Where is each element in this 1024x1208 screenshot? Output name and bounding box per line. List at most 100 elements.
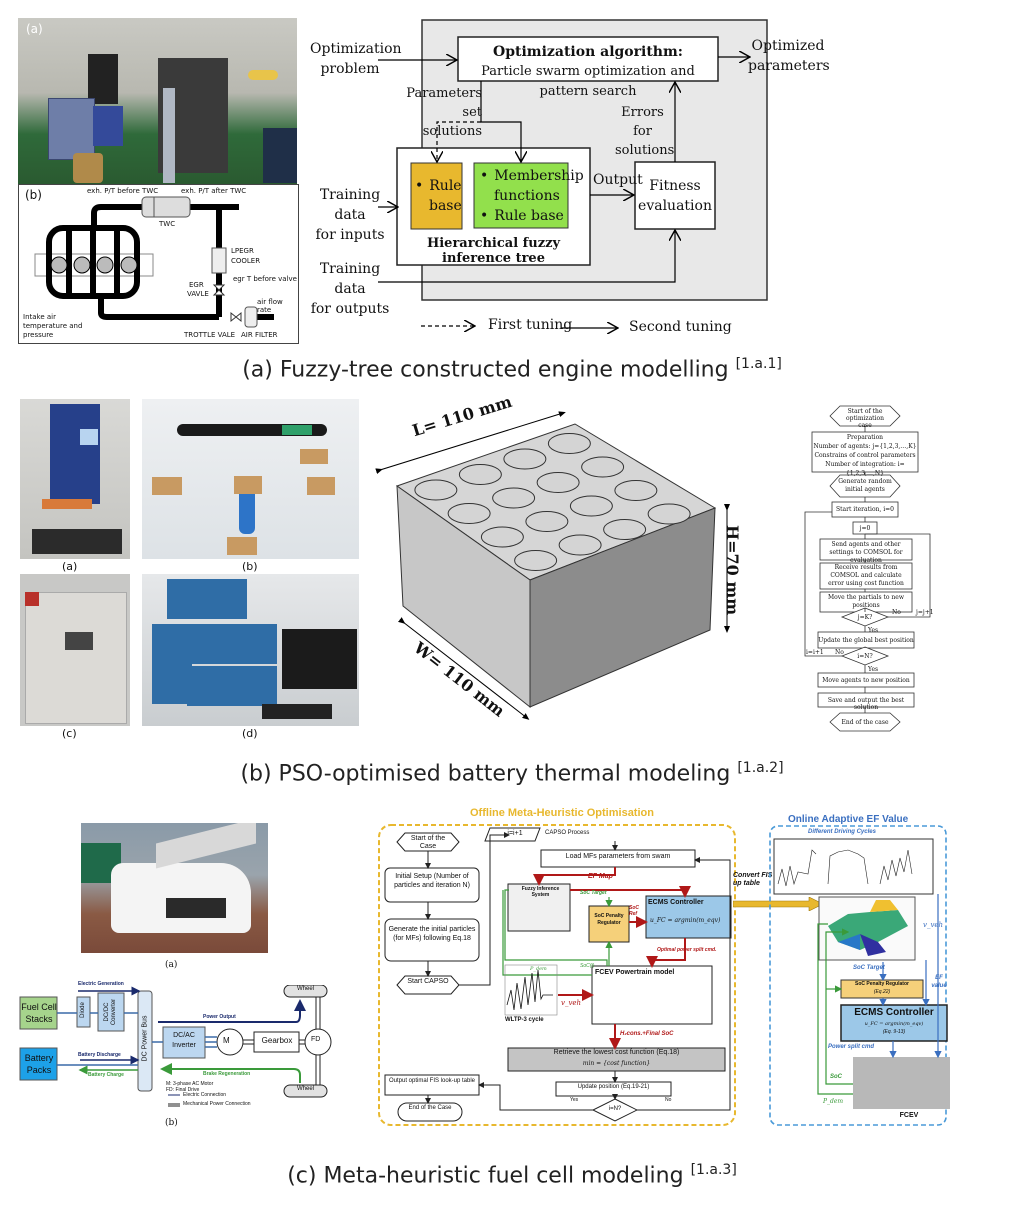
flow-no-1: No	[892, 609, 901, 616]
flow-end: End of the case	[841, 719, 889, 726]
optimized-label: Optimized	[751, 38, 825, 54]
legend-final-drive: FD: Final Drive	[166, 1087, 200, 1093]
battery-discharge-label: Battery Discharge	[78, 1052, 121, 1058]
flow-move-agents: Move agents to new position	[822, 677, 910, 684]
i-increment: i=i+1	[507, 830, 523, 837]
wheel-top-label: Wheel	[296, 986, 314, 992]
wheel-bottom-label: Wheel	[296, 1086, 314, 1092]
caption-c: (c) Meta-heuristic fuel cell modeling [1…	[0, 1162, 1024, 1188]
battery-cell	[569, 495, 613, 517]
flow-save: Save and output the best solution	[827, 697, 905, 711]
engine-schematic: (b) exh. P/T before TWC exh. P/T after T…	[18, 184, 299, 344]
motor-circle	[216, 1028, 244, 1056]
soc-target-label: SoC Target	[580, 890, 607, 896]
initial-setup: Initial Setup (Number of particles and i…	[394, 873, 470, 889]
wheel-bottom	[283, 1084, 328, 1098]
flow-prep: Preparation	[846, 434, 884, 441]
rule-base-label-2: base	[429, 198, 462, 214]
opt-problem-label-2: problem	[320, 61, 380, 77]
p-dem-label: P_dem	[530, 966, 547, 972]
ecms-box	[840, 1004, 948, 1042]
intake-label-3: pressure	[23, 331, 54, 339]
battery-cell	[603, 519, 647, 540]
lpegr-label: LPEGR	[231, 247, 254, 255]
exh-before-label: exh. P/T before TWC	[87, 187, 159, 195]
online-soc-penalty-eq: (Eq.22)	[873, 989, 891, 995]
photo-label-d: (d)	[242, 727, 258, 740]
fitness-label: Fitness	[649, 178, 701, 194]
opt-algo-box	[457, 36, 719, 82]
flow-generate: Generate random initial agents	[838, 478, 892, 493]
dc-bus-label: DC Power Bus	[141, 1015, 149, 1062]
online-power-split: Power split cmd	[828, 1044, 875, 1050]
egr-valve-label: EGR	[189, 281, 204, 289]
opt-algo-title: Optimization algorithm:	[493, 44, 683, 60]
legend-first-tuning: First tuning	[488, 317, 573, 333]
flow-start: Start of the optimization case	[846, 408, 884, 429]
flow-send: Send agents and other settings to COMSOL…	[829, 541, 903, 564]
dim-l-line	[375, 411, 566, 475]
caption-a-text: (a) Fuzzy-tree constructed engine modell…	[242, 357, 729, 383]
caption-b-text: (b) PSO-optimised battery thermal modeli…	[240, 761, 731, 787]
flow-in: i=N?	[857, 653, 873, 660]
rule-base-label: Rule	[429, 178, 462, 194]
air-flow-label: air flow rate	[257, 298, 283, 314]
egr-t-label: egr T before valve	[233, 275, 297, 283]
optimal-split-label: Optimal power split cmd.	[657, 947, 717, 953]
egr-valve-label-2: VAVLE	[187, 290, 209, 298]
offline-border	[378, 824, 736, 1126]
opt-algo-subtitle: Particle swarm optimization and pattern …	[481, 64, 695, 99]
online-adaptive: Online Adaptive EF Value Different Drivi…	[768, 814, 950, 1128]
battery-cell	[458, 464, 502, 485]
online-ecms-equation: u_FC = argmin(m_eqv)	[864, 1021, 924, 1027]
battery-cell	[514, 550, 558, 571]
battery-cell	[480, 526, 524, 548]
dcdc-box	[97, 992, 125, 1032]
powertrain-diagram: Fuel Cell Stacks Battery Packs Diode DC/…	[18, 981, 333, 1125]
spot-welder-photo	[20, 399, 130, 559]
train-in-label-2: for inputs	[315, 227, 385, 243]
module-front-right	[529, 507, 716, 708]
fitness-box	[634, 161, 716, 230]
offline-title: Offline Meta-Heuristic Optimisation	[470, 807, 654, 819]
membership-box	[473, 162, 569, 229]
online-soc-penalty: SoC Penalty Regulator	[855, 981, 909, 987]
power-output-label: Power Output	[203, 1014, 236, 1020]
offline-start: Start of the Case	[410, 835, 446, 850]
caption-b-ref: [1.a.2]	[737, 760, 784, 776]
update-position: Update position (Eq.19-21)	[577, 1084, 650, 1090]
flow-yes-2: Yes	[868, 666, 879, 673]
flow-yes-1: Yes	[868, 627, 879, 634]
powertrain-label: (b)	[165, 1118, 178, 1128]
dim-h-label: H=70 mm	[723, 525, 742, 616]
caption-c-ref: [1.a.3]	[690, 1162, 737, 1178]
driving-cycles-box	[773, 838, 934, 895]
train-in-label: Training data	[319, 187, 381, 223]
flow-integration: Number of integration: i={1,2,3,…,N}	[825, 461, 905, 477]
gearbox-box	[253, 1031, 300, 1053]
driving-cycles-label: Different Driving Cycles	[808, 829, 876, 835]
offline-optimisation: Offline Meta-Heuristic Optimisation Star…	[375, 805, 740, 1130]
electric-generation-label: Electric Generation	[78, 981, 124, 987]
battery-cell	[581, 456, 625, 478]
soc-penalty-label: SoC Penalty Regulator	[594, 913, 624, 926]
online-fcev: FCEV	[899, 1112, 919, 1119]
motor-label: M	[223, 1036, 230, 1045]
membership-label-2: functions	[494, 188, 560, 204]
photo-label-b: (b)	[242, 560, 258, 573]
convert-label: Convert FIS to Look-up table	[733, 872, 802, 887]
flow-i-inc: i=i+1	[806, 649, 824, 656]
fcev-car-photo	[81, 823, 268, 953]
ecms-label: ECMS Controller	[648, 899, 704, 906]
wltp-trace	[506, 969, 553, 1011]
engine-test-bench-photo: (a)	[18, 18, 297, 184]
diode-box	[76, 996, 91, 1028]
convert-arrow	[732, 896, 824, 912]
lpegr-cooler	[211, 247, 227, 274]
air-filter	[244, 306, 258, 328]
train-out-label-2: for outputs	[310, 301, 390, 317]
optimized-label-2: parameters	[748, 58, 830, 74]
output-fis: Output optimal FIS look-up table	[388, 1078, 476, 1084]
online-ecms-ref: (Eq. 9-13)	[882, 1029, 906, 1035]
param-set-label: Parameters set	[406, 86, 482, 120]
